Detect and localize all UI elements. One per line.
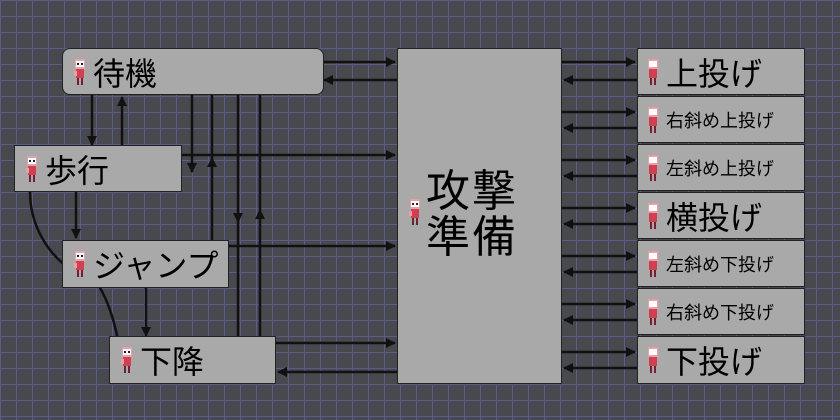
node-label: 下降 (140, 343, 205, 381)
attack-prep-label: 攻撃 準備 (426, 169, 556, 261)
character-sprite-icon (648, 250, 658, 277)
character-sprite-icon (121, 347, 132, 373)
character-sprite-icon (648, 106, 658, 133)
character-sprite-icon (409, 199, 420, 225)
node-attack-prep[interactable]: 攻撃 準備 (397, 48, 562, 384)
attack-prep-line-1: 攻撃 (426, 166, 518, 217)
node-label: 横投げ (666, 198, 763, 237)
node-throw-side[interactable]: 横投げ (637, 192, 805, 239)
node-label: ジャンプ (93, 247, 219, 285)
character-sprite-icon (648, 58, 658, 85)
node-label: 下投げ (666, 343, 763, 381)
character-sprite-icon (74, 251, 85, 277)
character-sprite-icon (648, 298, 658, 325)
node-idle[interactable]: 待機 (62, 48, 324, 95)
node-label: 上投げ (666, 54, 763, 93)
character-sprite-icon (74, 58, 85, 85)
node-throw-up-left[interactable]: 左斜め上投げ (637, 144, 805, 191)
attack-prep-line-2: 準備 (426, 212, 518, 263)
node-fall[interactable]: 下降 (109, 336, 276, 384)
node-throw-down-left[interactable]: 左斜め下投げ (637, 240, 805, 287)
character-sprite-icon (648, 202, 658, 229)
character-sprite-icon (648, 347, 658, 373)
node-throw-down[interactable]: 下投げ (637, 336, 805, 384)
node-label: 右斜め下投げ (666, 302, 774, 324)
node-label: 歩行 (45, 151, 110, 190)
node-label: 左斜め上投げ (666, 158, 774, 180)
character-sprite-icon (26, 155, 37, 182)
node-throw-up[interactable]: 上投げ (637, 48, 805, 95)
node-label: 待機 (93, 54, 158, 93)
node-walk[interactable]: 歩行 (14, 145, 182, 192)
node-label: 左斜め下投げ (666, 254, 774, 276)
node-throw-up-right[interactable]: 右斜め上投げ (637, 96, 805, 143)
node-throw-down-right[interactable]: 右斜め下投げ (637, 288, 805, 335)
character-sprite-icon (648, 154, 658, 181)
node-jump[interactable]: ジャンプ (62, 240, 229, 288)
node-label: 右斜め上投げ (666, 110, 774, 132)
